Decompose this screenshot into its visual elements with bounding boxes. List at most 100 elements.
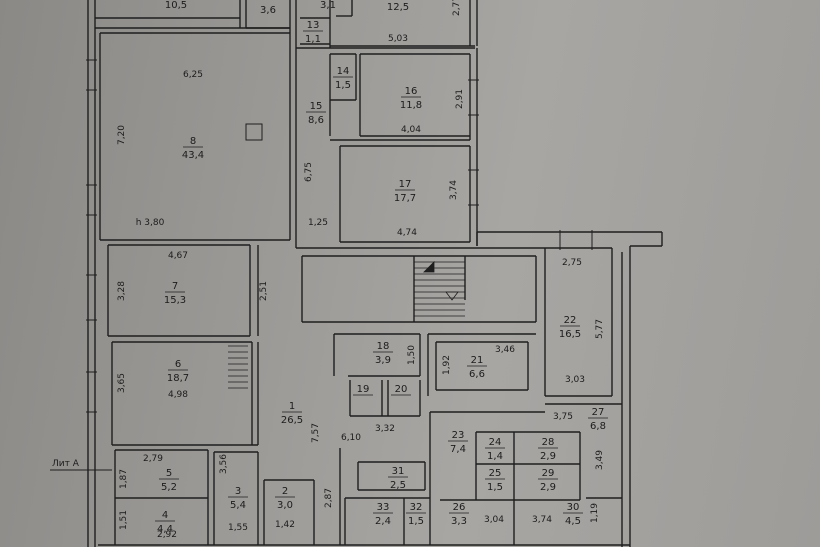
room-number: 19 bbox=[357, 384, 370, 395]
room-label-r24: 241,4 bbox=[485, 437, 505, 462]
room-number: 22 bbox=[564, 315, 577, 326]
room-label-r6: 618,7 bbox=[167, 359, 189, 384]
room-number: 33 bbox=[377, 502, 390, 513]
room-area: 1,5 bbox=[408, 516, 424, 527]
dimension-label: 6,25 bbox=[183, 70, 203, 80]
room-label-r15: 158,6 bbox=[306, 101, 326, 126]
room-label-r25: 251,5 bbox=[485, 468, 505, 493]
dimension-label: 5,03 bbox=[388, 34, 408, 44]
room-label-r28: 282,9 bbox=[538, 437, 558, 462]
room-label-r27: 276,8 bbox=[588, 407, 608, 432]
small-stair-room6 bbox=[228, 345, 248, 389]
dimension-label: 2,79 bbox=[143, 454, 163, 464]
room-area: 10,5 bbox=[165, 0, 187, 11]
room-area: 3,1 bbox=[320, 0, 336, 11]
column-marker bbox=[245, 123, 263, 141]
room-number: 31 bbox=[392, 466, 405, 477]
room-number: 2 bbox=[282, 486, 288, 497]
room-number: 32 bbox=[410, 502, 423, 513]
dimension-label: 1,25 bbox=[308, 218, 328, 228]
room-number: 14 bbox=[337, 66, 350, 77]
room-label-r1: 126,5 bbox=[281, 401, 303, 426]
room-label-r8: 843,4 bbox=[182, 136, 204, 161]
staircase bbox=[414, 261, 465, 317]
room-area: 11,8 bbox=[400, 100, 422, 111]
room-label-r30: 304,5 bbox=[563, 502, 583, 527]
dimension-label: 3,74 bbox=[449, 180, 459, 200]
room-area: 3,9 bbox=[375, 355, 391, 366]
room-label-r26: 263,3 bbox=[449, 502, 469, 527]
room-number: 15 bbox=[310, 101, 323, 112]
room-number: 29 bbox=[542, 468, 555, 479]
room-number: 20 bbox=[395, 384, 408, 395]
room-number: 25 bbox=[489, 468, 502, 479]
room-label-r32: 321,5 bbox=[406, 502, 426, 527]
room-label-r13: 131,1 bbox=[303, 20, 323, 45]
room-area: 3,3 bbox=[451, 516, 467, 527]
dimension-label: 1,42 bbox=[275, 520, 295, 530]
room-area: 1,4 bbox=[487, 451, 503, 462]
lit-label: Лит А bbox=[52, 459, 80, 469]
dimension-label: 4,67 bbox=[168, 251, 188, 261]
dimension-label: 3,49 bbox=[595, 450, 605, 470]
room-area: 2,4 bbox=[375, 516, 391, 527]
dimension-label: 1,87 bbox=[119, 469, 129, 489]
dimension-label: 2,87 bbox=[324, 488, 334, 508]
dimension-label: 3,65 bbox=[117, 373, 127, 393]
room-number: 27 bbox=[592, 407, 605, 418]
dimension-label: 3,74 bbox=[532, 515, 552, 525]
room-area: 4,4 bbox=[157, 524, 173, 535]
room-area: 5,4 bbox=[230, 500, 246, 511]
room-label-r14: 141,5 bbox=[333, 66, 353, 91]
room-area: 15,3 bbox=[164, 295, 186, 306]
dimension-label: 2,77 bbox=[452, 0, 462, 16]
dimension-label: 3,03 bbox=[565, 375, 585, 385]
dimension-label: 5,77 bbox=[595, 319, 605, 339]
room-number: 6 bbox=[175, 359, 181, 370]
room-label-r-top-b: 3,6 bbox=[260, 5, 276, 16]
room-number: 3 bbox=[235, 486, 241, 497]
room-label-r-top-a: 10,5 bbox=[165, 0, 187, 11]
dimension-label: 1,19 bbox=[590, 503, 600, 523]
room-label-r5: 55,2 bbox=[159, 468, 179, 493]
dimension-label: 1,51 bbox=[119, 510, 129, 530]
dimension-label: 2,92 bbox=[157, 530, 177, 540]
plan-walls bbox=[87, 0, 663, 547]
room-area: 2,9 bbox=[540, 451, 556, 462]
room-area: 2,9 bbox=[540, 482, 556, 493]
room-number: 21 bbox=[471, 355, 484, 366]
room-number: 4 bbox=[162, 510, 168, 521]
dimension-label: 2,51 bbox=[259, 281, 269, 301]
room-area: 1,1 bbox=[305, 34, 321, 45]
room-label-r19: 19 bbox=[353, 384, 373, 396]
dimension-label: 3,75 bbox=[553, 412, 573, 422]
room-number: 5 bbox=[166, 468, 172, 479]
dimension-label: 7,20 bbox=[117, 125, 127, 145]
room-label-r21: 216,6 bbox=[467, 355, 487, 380]
room-number: 26 bbox=[453, 502, 466, 513]
room-label-r4: 44,4 bbox=[155, 510, 175, 535]
dimension-label: 1,55 bbox=[228, 523, 248, 533]
room-area: 6,8 bbox=[590, 421, 606, 432]
room-area: 18,7 bbox=[167, 373, 189, 384]
room-number: 17 bbox=[399, 179, 412, 190]
room-label-r20: 20 bbox=[391, 384, 411, 396]
room-label-r33: 332,4 bbox=[373, 502, 393, 527]
room-area: 8,6 bbox=[308, 115, 324, 126]
dimension-label: 2,91 bbox=[455, 89, 465, 109]
room-label-r29: 292,9 bbox=[538, 468, 558, 493]
room-label-r18: 183,9 bbox=[373, 341, 393, 366]
room-label-r3: 35,4 bbox=[228, 486, 248, 511]
room-number: 8 bbox=[190, 136, 196, 147]
dimension-label: 6,75 bbox=[304, 162, 314, 182]
dimension-label: 3,04 bbox=[484, 515, 504, 525]
room-number: 24 bbox=[489, 437, 502, 448]
room-area: 7,4 bbox=[450, 444, 466, 455]
room-label-r-top-c: 3,1 bbox=[320, 0, 336, 11]
dimension-label: 4,04 bbox=[401, 125, 421, 135]
